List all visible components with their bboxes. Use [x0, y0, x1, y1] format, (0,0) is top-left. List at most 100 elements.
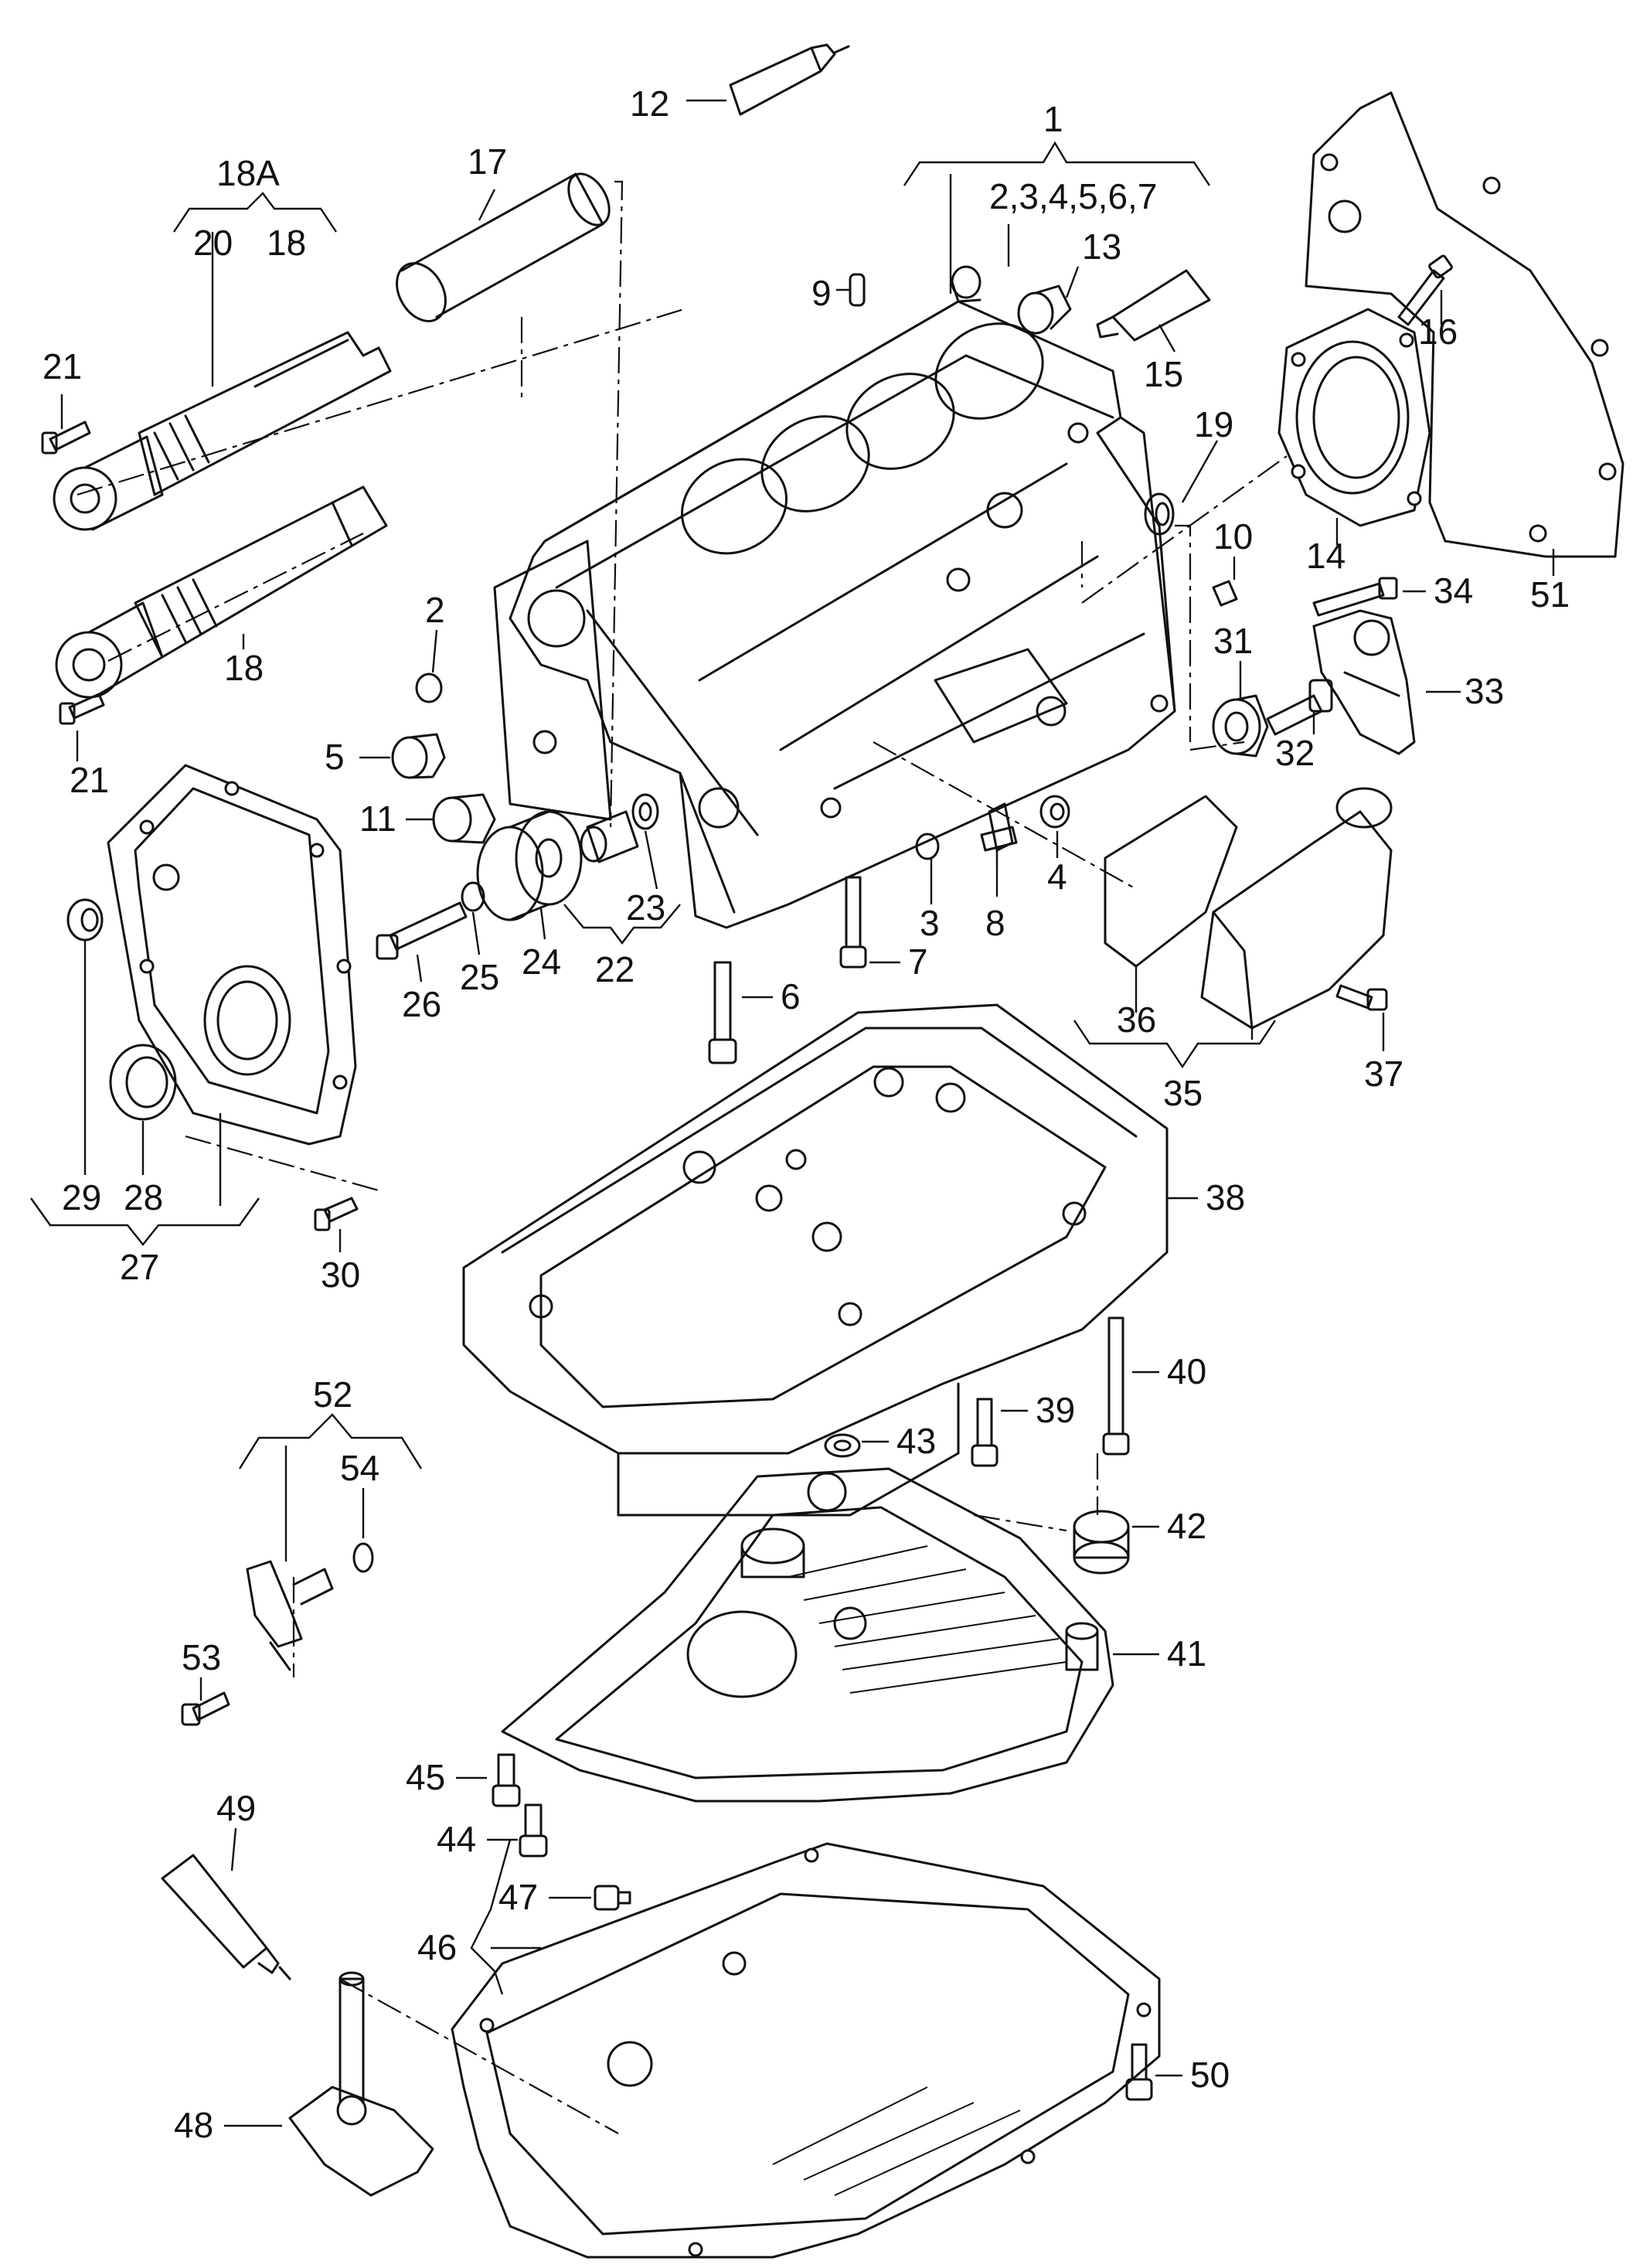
callout-52: 52	[313, 1374, 352, 1415]
callout-47: 47	[498, 1877, 538, 1917]
callout-34: 34	[1434, 570, 1473, 611]
callout-14: 14	[1306, 536, 1346, 576]
bushing-23	[631, 793, 659, 830]
callout-46: 46	[417, 1927, 457, 1967]
callout-9: 9	[811, 273, 832, 313]
shaft-32	[1266, 679, 1333, 736]
bolt-40	[1102, 1316, 1130, 1456]
callout-19: 19	[1194, 404, 1233, 444]
callout-16: 16	[1418, 312, 1458, 352]
callout-leaders	[30, 99, 1555, 2127]
sealant-tube-49	[161, 1854, 291, 1980]
bolt-53	[181, 1691, 230, 1726]
callout-7: 7	[908, 942, 928, 982]
callout-12: 12	[630, 83, 669, 124]
idler-shaft-22	[580, 810, 639, 863]
washer-25	[461, 881, 485, 912]
callout-27: 27	[120, 1247, 159, 1287]
callout-2: 2	[425, 590, 445, 630]
callout-8: 8	[985, 903, 1005, 943]
callout-39: 39	[1036, 1390, 1075, 1430]
seal-19	[1144, 492, 1175, 536]
callout-18a: 18A	[216, 153, 280, 193]
bolt-16	[1397, 254, 1453, 326]
callout-30: 30	[321, 1255, 360, 1295]
adapter-plate-51	[1305, 91, 1624, 558]
bolt-37	[1335, 984, 1388, 1011]
callout-51: 51	[1530, 574, 1570, 615]
callout-29: 29	[62, 1177, 101, 1217]
bolt-45	[492, 1753, 521, 1807]
callout-22: 22	[595, 949, 634, 989]
callout-15: 15	[1144, 354, 1183, 394]
gear-31	[1212, 694, 1269, 758]
oil-level-sensor-48	[288, 1971, 434, 2197]
callout-24: 24	[522, 942, 561, 982]
callout-26: 26	[402, 984, 441, 1024]
balance-shaft-18	[55, 485, 388, 699]
bearing-2-7	[951, 265, 981, 303]
baffle-41	[501, 1467, 1114, 1803]
callout-41: 41	[1167, 1633, 1206, 1674]
bolt-21-upper	[41, 421, 91, 455]
sealant-tube-15	[1096, 269, 1211, 342]
bushing-13	[1017, 284, 1072, 335]
callout-20: 20	[193, 223, 233, 263]
callout-40: 40	[1167, 1351, 1206, 1391]
callout-1: 1	[1043, 99, 1063, 139]
drain-plug-47	[594, 1885, 631, 1911]
callout-25: 25	[460, 957, 499, 997]
seal-29	[66, 898, 104, 942]
callout-4: 4	[1047, 856, 1067, 897]
bearing-2	[415, 673, 443, 703]
callout-38: 38	[1206, 1177, 1245, 1217]
callout-50: 50	[1190, 2055, 1230, 2095]
bolt-34	[1312, 577, 1398, 617]
callout-21-upper: 21	[43, 346, 82, 387]
dowel-pin-9	[849, 273, 866, 307]
callout-18: 18	[224, 648, 264, 688]
bolt-21-lower	[59, 693, 105, 725]
front-cover-27	[107, 764, 357, 1146]
callout-13: 13	[1082, 226, 1121, 267]
callout-11: 11	[359, 799, 396, 839]
callout-48: 48	[174, 2105, 213, 2145]
seal-28	[109, 1044, 177, 1121]
callout-2-7: 2,3,4,5,6,7	[989, 176, 1157, 216]
bolt-30	[314, 1197, 359, 1231]
dowel-pin-10	[1212, 580, 1238, 607]
tube-17	[396, 172, 611, 322]
callout-6: 6	[781, 976, 801, 1017]
housing-33	[1312, 609, 1416, 755]
callout-36: 36	[1117, 999, 1156, 1040]
callout-28: 28	[124, 1177, 163, 1217]
bolt-39	[971, 1398, 999, 1467]
callout-32: 32	[1275, 733, 1315, 773]
oil-pan-46	[451, 1842, 1161, 2259]
sensor-53	[246, 1560, 334, 1671]
callout-10: 10	[1213, 516, 1253, 557]
bolt-7	[839, 876, 867, 969]
callout-5: 5	[325, 737, 345, 777]
alignment-lines	[77, 180, 1288, 2134]
callout-35: 35	[1163, 1073, 1203, 1113]
gear-24	[476, 810, 583, 921]
gasket-36	[1104, 795, 1238, 968]
bushing-5	[391, 733, 446, 779]
bushing-11	[432, 793, 496, 844]
oil-jet-8	[980, 802, 1018, 852]
bearing-4	[1039, 795, 1070, 829]
callout-44: 44	[437, 1819, 476, 1859]
callout-53: 53	[182, 1637, 221, 1677]
bedplate-38	[462, 1003, 1169, 1517]
washer-43	[824, 1433, 861, 1458]
balance-shaft-20	[53, 331, 392, 531]
callout-42: 42	[1167, 1506, 1206, 1546]
callout-21-lower: 21	[70, 760, 109, 800]
flange-seal-14	[1277, 308, 1431, 527]
bolt-26	[376, 901, 468, 960]
bolt-50	[1125, 2043, 1153, 2101]
callout-33: 33	[1465, 671, 1504, 711]
bolt-44	[519, 1803, 548, 1858]
